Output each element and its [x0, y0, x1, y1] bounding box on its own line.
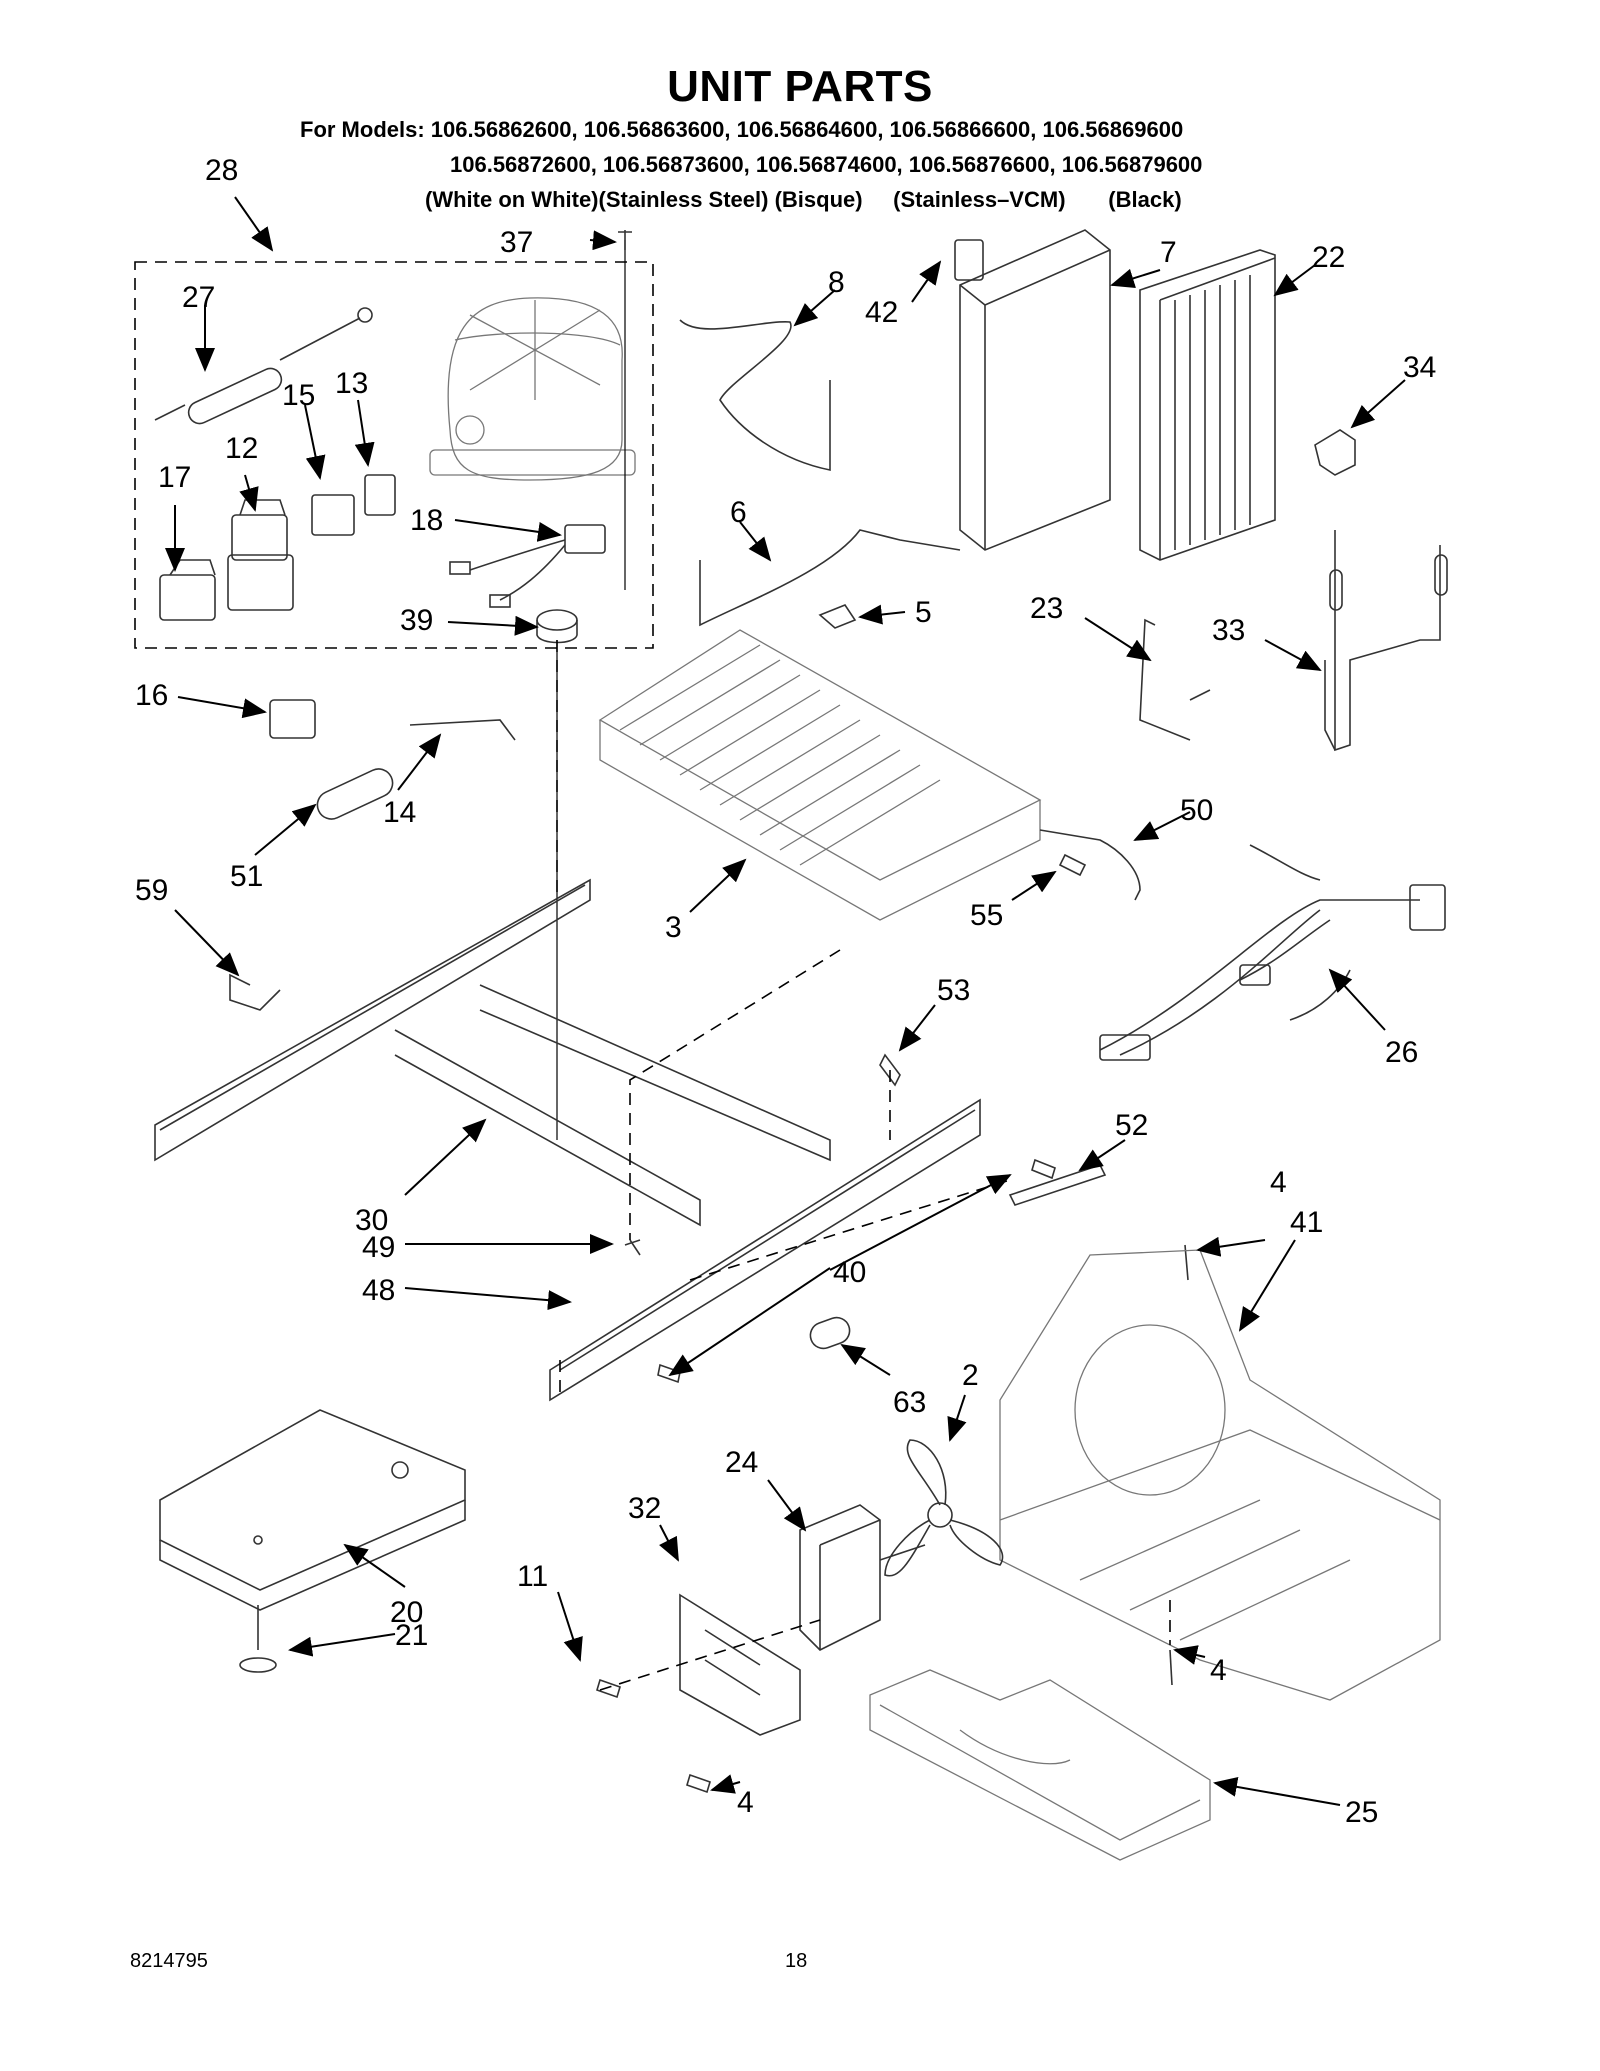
fan-housing-drawing	[999, 1249, 1441, 1701]
frame-drawing	[154, 878, 831, 1227]
page-header: UNIT PARTS For Models: 106.56862600, 106…	[0, 0, 1600, 215]
callout-12: 12	[225, 432, 258, 465]
callout-26: 26	[1385, 1036, 1418, 1069]
condenser-drawing	[1139, 249, 1276, 561]
fan-blade-drawing	[884, 1439, 1004, 1577]
callout-24: 24	[725, 1446, 758, 1479]
screws-drawing	[596, 230, 1189, 1794]
compressor-drawing	[429, 297, 636, 481]
callout-48: 48	[362, 1274, 395, 1307]
callout-55: 55	[970, 899, 1003, 932]
callout-23: 23	[1030, 592, 1063, 625]
callout-11: 11	[517, 1560, 548, 1593]
callout-34: 34	[1403, 351, 1436, 384]
callout-18: 18	[410, 504, 443, 537]
callout-17: 17	[158, 461, 191, 494]
foot-drawing	[239, 1605, 277, 1673]
relay-parts-drawing	[159, 474, 396, 621]
models-line-1: For Models: 106.56862600, 106.56863600, …	[300, 117, 1184, 142]
page-number: 18	[785, 1950, 808, 1972]
clip-34-drawing	[1314, 429, 1356, 476]
callout-3: 3	[665, 911, 682, 944]
callout-16: 16	[135, 679, 168, 712]
harness-18-drawing	[449, 524, 606, 608]
compressor-kit-box	[134, 261, 654, 649]
tube-6-drawing	[699, 529, 961, 627]
callout-40: 40	[833, 1256, 866, 1289]
fan-motor-drawing	[799, 1504, 926, 1651]
callout-5: 5	[915, 596, 932, 629]
tube-8-drawing	[679, 319, 831, 471]
callout-4-top: 4	[1270, 1166, 1287, 1199]
callout-28: 28	[205, 154, 238, 187]
evaporator-drawing	[598, 629, 1042, 921]
callout-labels: 28 37 27 15 13 12 17 18 39 8 42 7 22 34 …	[135, 154, 1436, 1829]
models-line-2: 106.56872600, 106.56873600, 106.56874600…	[450, 152, 1203, 177]
leader-lines	[165, 196, 1406, 1806]
callout-32: 32	[628, 1492, 661, 1525]
clip-5-drawing	[818, 604, 857, 629]
callout-14: 14	[383, 796, 416, 829]
callout-59: 59	[135, 874, 168, 907]
cover-drawing	[159, 1409, 466, 1611]
callout-33: 33	[1212, 614, 1245, 647]
callout-22: 22	[1312, 241, 1345, 274]
callout-6: 6	[730, 496, 747, 529]
harness-26-drawing	[1099, 844, 1446, 1061]
drain-pan-drawing	[869, 1669, 1211, 1861]
callout-8: 8	[828, 266, 845, 299]
motor-bracket-drawing	[679, 1593, 801, 1736]
callout-50: 50	[1180, 794, 1213, 827]
part-51-drawing	[316, 768, 394, 820]
callout-49: 49	[362, 1231, 395, 1264]
drier-drawing	[154, 307, 373, 425]
part-16-drawing	[269, 699, 316, 739]
tube-23-drawing	[1139, 618, 1211, 741]
shroud-drawing	[954, 229, 1111, 551]
callout-53: 53	[937, 974, 970, 1007]
callout-39: 39	[400, 604, 433, 637]
callout-51: 51	[230, 860, 263, 893]
callout-13: 13	[335, 367, 368, 400]
callout-21: 21	[395, 1619, 428, 1652]
callout-25: 25	[1345, 1796, 1378, 1829]
callout-2: 2	[962, 1359, 979, 1392]
callout-27: 27	[182, 281, 215, 314]
part-14-drawing	[409, 719, 516, 741]
document-number: 8214795	[130, 1950, 208, 1972]
callout-41: 41	[1290, 1206, 1323, 1239]
grommet-drawing	[536, 609, 578, 644]
callout-42: 42	[865, 296, 898, 329]
page-title: UNIT PARTS	[667, 62, 933, 111]
callout-63: 63	[893, 1386, 926, 1419]
part-63-drawing	[809, 1316, 851, 1350]
callout-15: 15	[282, 379, 315, 412]
screw-55-drawing	[1058, 853, 1087, 877]
rail-drawing	[549, 1098, 981, 1402]
callout-30: 30	[355, 1204, 388, 1237]
callout-37: 37	[500, 226, 533, 259]
callout-20: 20	[390, 1596, 423, 1629]
callout-4-bottom: 4	[737, 1786, 754, 1819]
part-50-drawing	[1039, 829, 1141, 901]
models-line-3: (White on White)(Stainless Steel) (Bisqu…	[425, 187, 1182, 212]
callout-7: 7	[1160, 236, 1177, 269]
callout-52: 52	[1115, 1109, 1148, 1142]
callout-4-right: 4	[1210, 1654, 1227, 1687]
tube-33-drawing	[1324, 530, 1448, 752]
